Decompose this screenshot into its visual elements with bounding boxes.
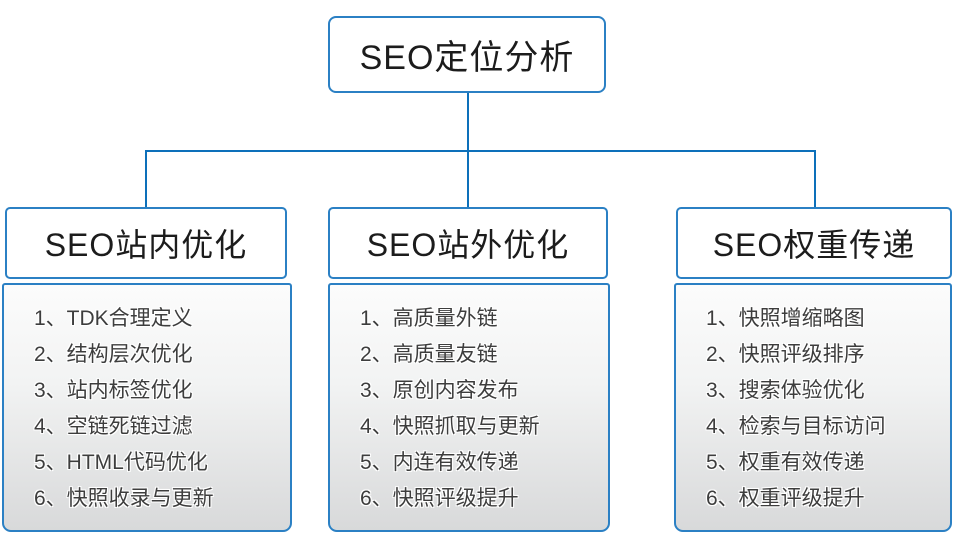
list-item: 2、高质量友链 bbox=[360, 343, 498, 366]
root-node-label: SEO定位分析 bbox=[359, 39, 575, 77]
list-item: 3、站内标签优化 bbox=[34, 379, 193, 402]
connector-drop-onsite bbox=[145, 150, 147, 208]
list-item: 6、快照收录与更新 bbox=[34, 487, 214, 510]
column-header-offsite: SEO站外优化 bbox=[328, 207, 608, 279]
list-item: 3、原创内容发布 bbox=[360, 379, 519, 402]
list-item: 3、搜索体验优化 bbox=[706, 379, 865, 402]
list-item: 6、快照评级提升 bbox=[360, 487, 519, 510]
connector-drop-offsite bbox=[467, 150, 469, 208]
root-node-seo-positioning: SEO定位分析 bbox=[328, 16, 606, 93]
column-header-weight: SEO权重传递 bbox=[676, 207, 952, 279]
column-list-offsite: 1、高质量外链 2、高质量友链 3、原创内容发布 4、快照抓取与更新 5、内连有… bbox=[328, 283, 610, 532]
column-header-offsite-label: SEO站外优化 bbox=[366, 227, 570, 263]
list-item: 1、TDK合理定义 bbox=[34, 307, 193, 330]
column-header-onsite: SEO站内优化 bbox=[5, 207, 287, 279]
column-header-weight-label: SEO权重传递 bbox=[712, 227, 916, 263]
list-item: 5、权重有效传递 bbox=[706, 451, 865, 474]
list-item: 2、结构层次优化 bbox=[34, 343, 193, 366]
list-item: 1、高质量外链 bbox=[360, 307, 498, 330]
column-header-onsite-label: SEO站内优化 bbox=[44, 227, 248, 263]
list-item: 4、空链死链过滤 bbox=[34, 415, 193, 438]
connector-root-vertical bbox=[467, 93, 469, 151]
list-item: 5、HTML代码优化 bbox=[34, 451, 208, 474]
column-list-weight: 1、快照增缩略图 2、快照评级排序 3、搜索体验优化 4、检索与目标访问 5、权… bbox=[674, 283, 952, 532]
list-item: 2、快照评级排序 bbox=[706, 343, 865, 366]
connector-drop-weight bbox=[814, 150, 816, 208]
list-item: 6、权重评级提升 bbox=[706, 487, 865, 510]
list-item: 1、快照增缩略图 bbox=[706, 307, 865, 330]
column-list-onsite: 1、TDK合理定义 2、结构层次优化 3、站内标签优化 4、空链死链过滤 5、H… bbox=[2, 283, 292, 532]
list-item: 5、内连有效传递 bbox=[360, 451, 519, 474]
list-item: 4、快照抓取与更新 bbox=[360, 415, 540, 438]
connector-branch-horizontal bbox=[145, 150, 816, 152]
list-item: 4、检索与目标访问 bbox=[706, 415, 886, 438]
